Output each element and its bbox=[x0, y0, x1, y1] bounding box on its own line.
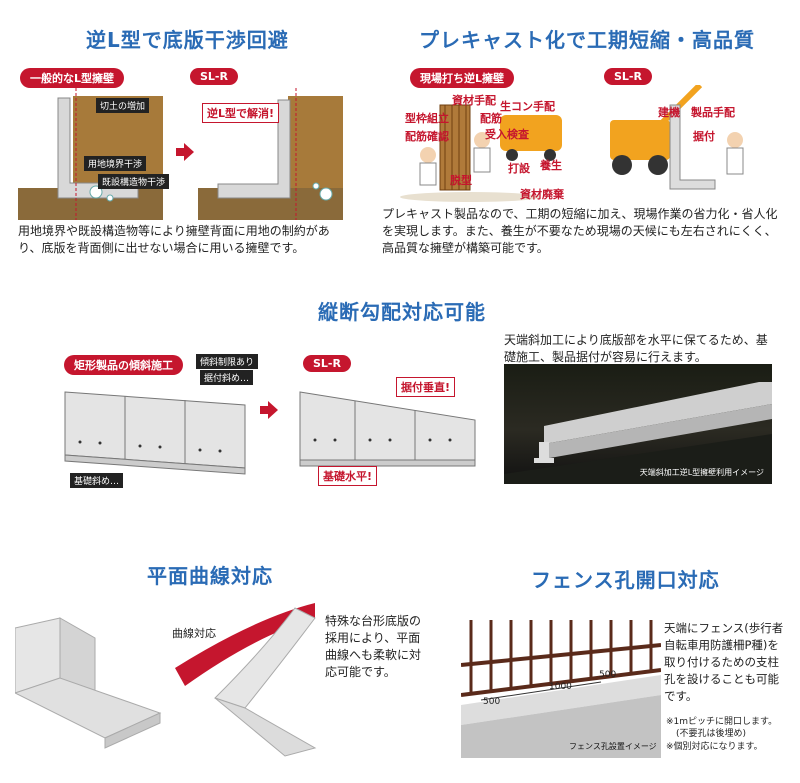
section2-title: プレキャスト化で工期短縮・高品質 bbox=[419, 28, 755, 52]
tag-base-slope: 基礎斜め… bbox=[70, 473, 124, 488]
straight-wall-block bbox=[15, 617, 162, 749]
note-backfill: (不要孔は後埋め) bbox=[676, 729, 747, 739]
word-rebar: 配筋 bbox=[480, 112, 502, 125]
level-label: 基礎水平! bbox=[318, 466, 378, 486]
section1-description: 用地境界や既設構造物等により擁壁背面に用地の制約があり、底版を背面側に出せない場… bbox=[18, 224, 330, 255]
section3-description: 天端斜加工により底版部を水平に保てるため、基礎施工、製品据付が容易に行えます。 bbox=[504, 333, 768, 364]
word-concrete-order: 生コン手配 bbox=[500, 100, 555, 113]
section3-diagram bbox=[64, 391, 476, 475]
tag-existing-structure: 既設構造物干渉 bbox=[98, 174, 170, 189]
word-material-order: 資材手配 bbox=[452, 94, 496, 107]
dim-1000: 1000 bbox=[549, 682, 572, 692]
word-waste: 資材廃棄 bbox=[520, 188, 564, 201]
word-install: 据付 bbox=[693, 130, 715, 143]
section5-title: フェンス孔開口対応 bbox=[531, 568, 720, 592]
curved-wall-block bbox=[175, 603, 317, 757]
section2-right-pill: SL-R bbox=[604, 68, 652, 85]
curve-label: 曲線対応 bbox=[172, 627, 216, 640]
section4-title: 平面曲線対応 bbox=[147, 564, 273, 588]
section1-right-pill: SL-R bbox=[190, 68, 238, 85]
section1-left-pill: 一般的なL型擁壁 bbox=[20, 68, 125, 88]
section2-illustration bbox=[400, 85, 744, 202]
word-rebar-check: 配筋確認 bbox=[405, 130, 449, 143]
rectangular-tilted bbox=[64, 391, 246, 475]
word-curing: 養生 bbox=[540, 159, 562, 172]
tag-slope-limit: 傾斜制限あり bbox=[196, 354, 259, 369]
word-machine: 建機 bbox=[658, 106, 680, 119]
word-demold: 脱型 bbox=[450, 174, 472, 187]
tag-boundary: 用地境界干渉 bbox=[84, 156, 147, 171]
section5-photo: 500 1000 500 フェンス孔設置イメージ bbox=[461, 620, 661, 758]
word-inspection: 受入検査 bbox=[485, 128, 529, 141]
tag-install-slope: 据付斜め… bbox=[200, 370, 254, 385]
section3-photo-caption: 天端斜加工逆L型擁壁利用イメージ bbox=[639, 468, 764, 477]
word-pouring: 打設 bbox=[508, 162, 530, 175]
sl-r-level bbox=[299, 391, 476, 467]
section1-arrow bbox=[176, 143, 194, 161]
section4-illustration bbox=[15, 603, 317, 757]
section2-description: プレキャスト製品なので、工期の短縮に加え、現場作業の省力化・省人化を実現します。… bbox=[382, 207, 778, 255]
word-formwork: 型枠組立 bbox=[405, 112, 449, 125]
dim-500-left: 500 bbox=[483, 697, 501, 707]
tag-cut-increase: 切土の増加 bbox=[96, 98, 150, 113]
section3-left-pill: 矩形製品の傾斜施工 bbox=[64, 355, 183, 375]
section3-photo: 天端斜加工逆L型擁壁利用イメージ bbox=[504, 364, 772, 484]
sl-r-diagram bbox=[198, 88, 343, 220]
section4-description: 特殊な台形底版の採用により、平面曲線へも柔軟に対応可能です。 bbox=[325, 614, 422, 679]
note-custom: ※個別対応になります。 bbox=[666, 742, 763, 752]
word-product-order: 製品手配 bbox=[691, 106, 735, 119]
solved-label: 逆L型で解消! bbox=[202, 103, 280, 123]
section5-description: 天端にフェンス(歩行者自転車用防護柵P種)を取り付けるための支柱孔を設けることも… bbox=[664, 621, 784, 703]
section3-title: 縦断勾配対応可能 bbox=[318, 300, 486, 324]
section2-left-pill: 現場打ち逆L擁壁 bbox=[410, 68, 515, 88]
section5-photo-caption: フェンス孔設置イメージ bbox=[569, 742, 657, 751]
section1-title: 逆L型で底版干渉回避 bbox=[86, 28, 289, 52]
section1-diagram bbox=[18, 88, 343, 220]
section3-right-pill: SL-R bbox=[303, 355, 351, 372]
vertical-label: 据付垂直! bbox=[396, 377, 456, 397]
dim-500-right: 500 bbox=[599, 670, 617, 680]
note-pitch: ※1mピッチに開口します。 bbox=[666, 717, 778, 727]
